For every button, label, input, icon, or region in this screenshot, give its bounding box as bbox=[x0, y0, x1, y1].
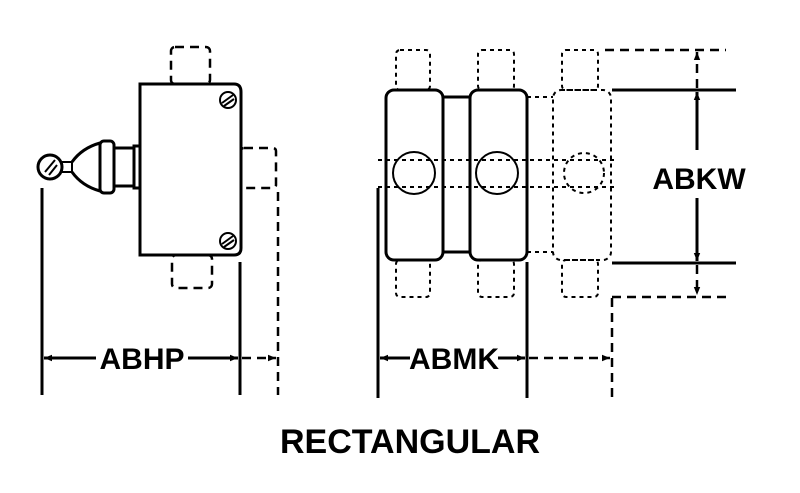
abmk-dimension: ABMK bbox=[376, 188, 614, 398]
toggle-hole-ghost bbox=[563, 152, 605, 194]
abhp-label: ABHP bbox=[99, 343, 184, 376]
abmk-label: ABMK bbox=[409, 343, 499, 376]
switch-spacer bbox=[441, 95, 472, 254]
switch-unit-2 bbox=[468, 88, 529, 262]
front-view-switches bbox=[378, 49, 615, 298]
terminal-side-ghost bbox=[239, 146, 278, 190]
abkw-label: ABKW bbox=[652, 163, 746, 196]
screw-icon bbox=[219, 232, 237, 250]
abhp-dimension: ABHP bbox=[40, 188, 280, 395]
abkw-dimension: ABKW bbox=[605, 48, 746, 299]
diagram-caption: RECTANGULAR bbox=[280, 423, 540, 461]
switch-body bbox=[138, 82, 243, 257]
toggle-lever-icon bbox=[36, 139, 142, 195]
toggle-hole bbox=[475, 151, 519, 195]
screw-icon bbox=[219, 91, 237, 109]
side-view-switch bbox=[36, 45, 278, 290]
terminal-bottom-ghost bbox=[170, 253, 214, 290]
toggle-hole bbox=[392, 151, 436, 195]
terminal-top-ghost bbox=[169, 45, 212, 86]
switch-unit-ghost bbox=[552, 89, 612, 261]
